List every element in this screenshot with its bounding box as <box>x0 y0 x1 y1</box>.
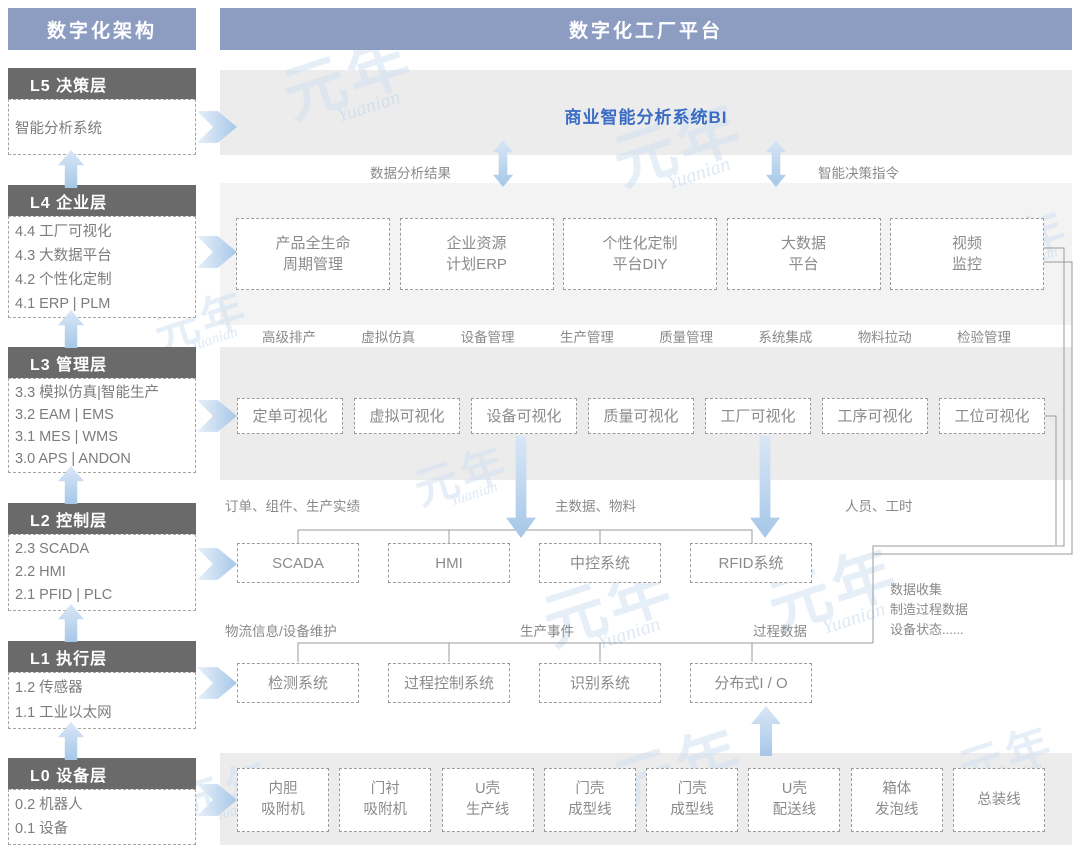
right-arrow <box>197 667 237 699</box>
sidebar-item: 1.1 工业以太网 <box>15 705 112 721</box>
l0-box: 内胆吸附机 <box>237 768 329 832</box>
right-arrow <box>197 548 237 580</box>
l0-box: 门壳成型线 <box>646 768 739 832</box>
l1-box: 检测系统 <box>237 663 359 703</box>
l0-box: 总装线 <box>952 768 1045 832</box>
sidebar-layer-header-l1: L1 执行层 <box>8 641 196 672</box>
l2-box: RFID系统 <box>690 543 812 583</box>
flow-label-right: 智能决策指令 <box>818 166 899 181</box>
l0-box: U壳配送线 <box>748 768 841 832</box>
sidebar-layer-box-l1: 1.2 传感器 1.1 工业以太网 <box>8 672 196 729</box>
sidebar-layer-header-l2: L2 控制层 <box>8 503 196 534</box>
l2-box: 中控系统 <box>539 543 661 583</box>
l2-sublabel: 过程数据 <box>753 624 807 639</box>
l2-sublabel: 物流信息/设备维护 <box>225 624 337 639</box>
l2-sublabel: 生产事件 <box>520 624 574 639</box>
l4-box: 个性化定制平台DIY <box>563 218 717 290</box>
sidebar-item: 3.2 EAM | EMS <box>15 407 114 423</box>
up-arrow <box>58 150 84 188</box>
sidebar-layer-header-l5: L5 决策层 <box>8 68 196 99</box>
l3-box: 工厂可视化 <box>705 398 811 434</box>
l4-box: 视频监控 <box>890 218 1044 290</box>
l0-box: 门壳成型线 <box>543 768 636 832</box>
sidebar-layer-box-l0: 0.2 机器人 0.1 设备 <box>8 789 196 845</box>
data-collection-note: 数据收集 制造过程数据 设备状态...... <box>890 582 969 637</box>
l3-box: 工位可视化 <box>939 398 1045 434</box>
l1-row: 检测系统 过程控制系统 识别系统 分布式I / O <box>237 663 812 703</box>
sidebar-item: 2.3 SCADA <box>15 541 90 557</box>
sidebar-item: 4.4 工厂可视化 <box>15 224 112 240</box>
sidebar-item: 1.2 传感器 <box>15 680 83 696</box>
l0-row: 内胆吸附机 门衬吸附机 U壳生产线 门壳成型线 门壳成型线 U壳配送线 箱体发泡… <box>237 768 1045 832</box>
main-title: 数字化工厂平台 <box>220 8 1072 50</box>
sidebar-item: 智能分析系统 <box>15 120 102 137</box>
sidebar-item: 0.2 机器人 <box>15 797 83 813</box>
sublabel: 高级排产 <box>262 330 316 345</box>
l1-box: 分布式I / O <box>690 663 812 703</box>
sidebar-item: 2.2 HMI <box>15 564 66 580</box>
l3-box: 虚拟可视化 <box>354 398 460 434</box>
l3-sublabel: 主数据、物料 <box>555 499 636 514</box>
up-arrow <box>751 706 781 756</box>
sublabel: 系统集成 <box>758 330 813 345</box>
l4-sublabels: 高级排产 虚拟仿真 设备管理 生产管理 质量管理 系统集成 物料拉动 检验管理 <box>262 326 1011 346</box>
l3-sublabel: 人员、工时 <box>845 499 913 514</box>
sublabel: 物料拉动 <box>857 330 912 345</box>
sublabel: 质量管理 <box>659 330 714 345</box>
sidebar-layer-header-l4: L4 企业层 <box>8 185 196 216</box>
sidebar-item: 4.2 个性化定制 <box>15 272 112 288</box>
l3-box: 设备可视化 <box>471 398 577 434</box>
l2-box: HMI <box>388 543 510 583</box>
sidebar-layer-box-l3: 3.3 模拟仿真|智能生产 3.2 EAM | EMS 3.1 MES | WM… <box>8 378 196 473</box>
l4-box: 产品全生命周期管理 <box>236 218 390 290</box>
l5-band <box>220 70 1072 155</box>
l3-box: 工序可视化 <box>822 398 928 434</box>
flow-label-left: 数据分析结果 <box>370 166 451 181</box>
sidebar-item: 3.0 APS | ANDON <box>15 451 131 467</box>
l3-sublabel: 订单、组件、生产实绩 <box>225 499 360 514</box>
l1-box: 识别系统 <box>539 663 661 703</box>
sidebar-item: 4.1 ERP | PLM <box>15 296 111 312</box>
sidebar-item: 3.1 MES | WMS <box>15 429 118 445</box>
sublabel: 虚拟仿真 <box>361 330 416 345</box>
l0-box: 箱体发泡线 <box>850 768 943 832</box>
l2-row: SCADA HMI 中控系统 RFID系统 <box>237 543 812 583</box>
bi-banner: 商业智能分析系统BI <box>564 108 728 127</box>
double-arrow <box>765 140 787 187</box>
double-arrow <box>492 140 514 187</box>
sidebar-title: 数字化架构 <box>8 8 196 50</box>
l3-row: 定单可视化 虚拟可视化 设备可视化 质量可视化 工厂可视化 工序可视化 工位可视… <box>237 398 1045 434</box>
sidebar-layer-header-l3: L3 管理层 <box>8 347 196 378</box>
sublabel: 生产管理 <box>559 330 614 345</box>
sublabel: 检验管理 <box>956 330 1011 345</box>
l2-box: SCADA <box>237 543 359 583</box>
sidebar-item: 3.3 模拟仿真|智能生产 <box>15 385 159 401</box>
sidebar-layer-box-l4: 4.4 工厂可视化 4.3 大数据平台 4.2 个性化定制 4.1 ERP | … <box>8 216 196 318</box>
sidebar-layer-box-l2: 2.3 SCADA 2.2 HMI 2.1 PFID | PLC <box>8 534 196 611</box>
sidebar-item: 2.1 PFID | PLC <box>15 587 113 603</box>
l3-box: 质量可视化 <box>588 398 694 434</box>
l3-box: 定单可视化 <box>237 398 343 434</box>
sidebar-item: 4.3 大数据平台 <box>15 248 112 264</box>
sidebar-layer-box-l5: 智能分析系统 <box>8 99 196 155</box>
l0-box: U壳生产线 <box>441 768 534 832</box>
sidebar-item: 0.1 设备 <box>15 821 69 837</box>
sidebar-layer-header-l0: L0 设备层 <box>8 758 196 789</box>
l0-box: 门衬吸附机 <box>339 768 432 832</box>
sublabel: 设备管理 <box>460 330 515 345</box>
l4-box: 企业资源计划ERP <box>399 218 554 290</box>
l1-box: 过程控制系统 <box>388 663 510 703</box>
l4-row: 产品全生命周期管理 企业资源计划ERP 个性化定制平台DIY 大数据平台 视频监… <box>236 218 1044 290</box>
l4-box: 大数据平台 <box>726 218 881 290</box>
